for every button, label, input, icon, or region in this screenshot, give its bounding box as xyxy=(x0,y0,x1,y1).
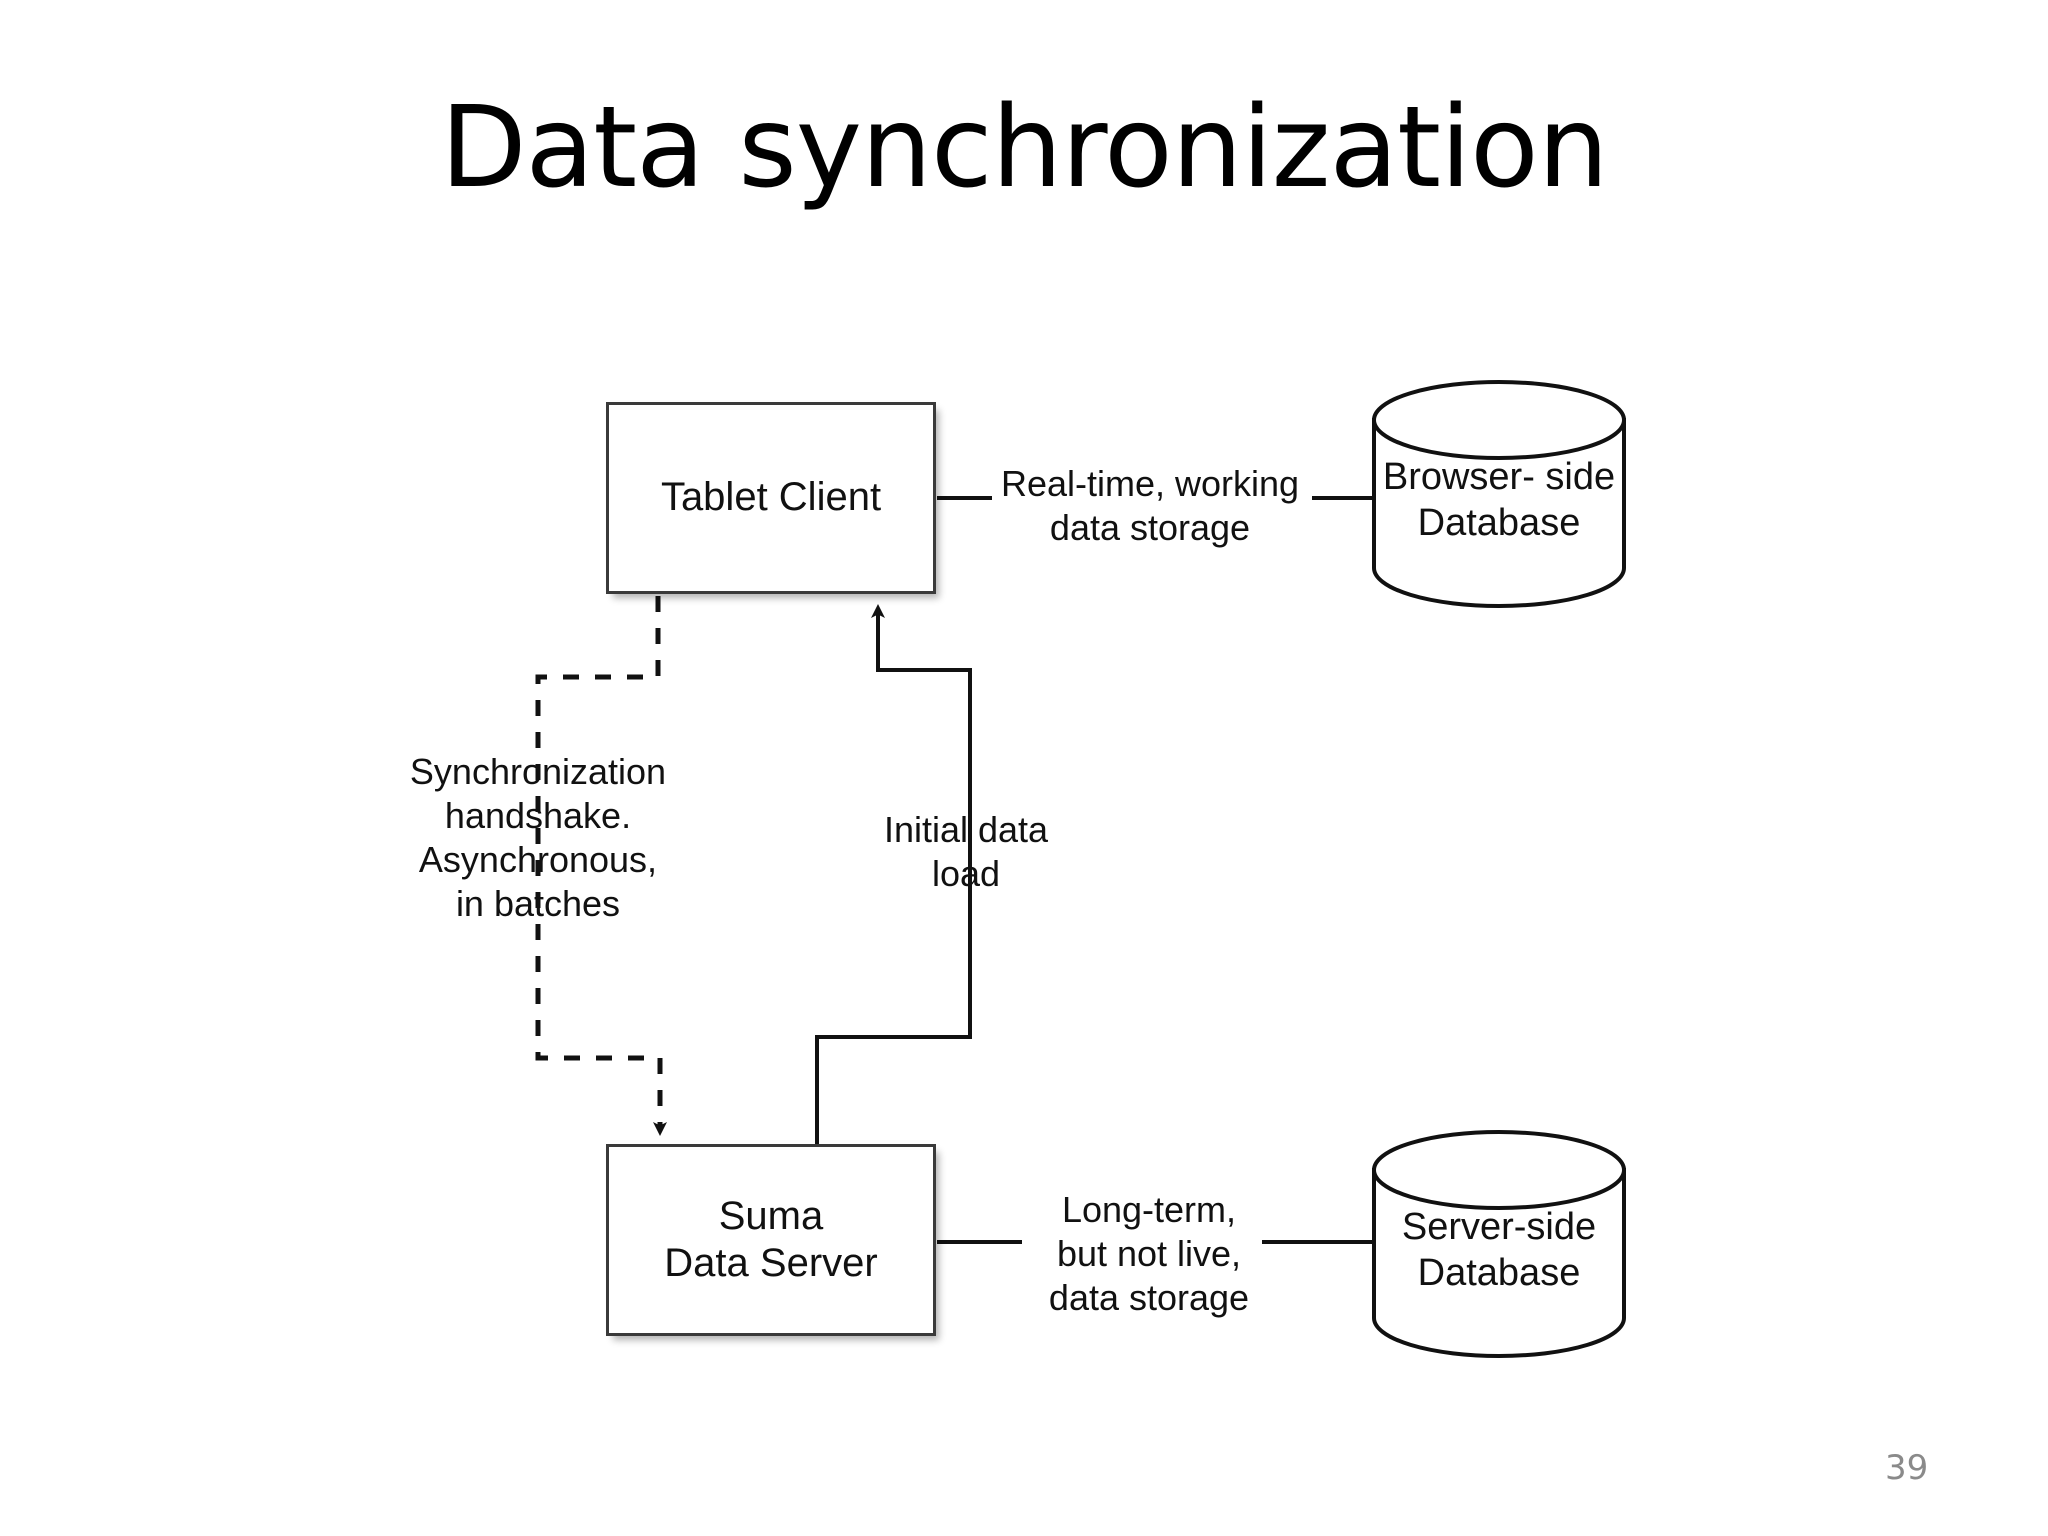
node-server-side-database[interactable]: Server-side Database xyxy=(1370,1130,1628,1358)
node-tablet-client-label: Tablet Client xyxy=(660,475,882,520)
edge-label-long-term-data-storage: Long-term, but not live, data storage xyxy=(1048,1189,1250,1318)
node-server-side-database-label: Server-side Database xyxy=(1401,1206,1597,1294)
page-number: 39 xyxy=(1885,1448,1929,1488)
node-suma-server[interactable]: Suma Data Server xyxy=(606,1144,936,1336)
cylinder-shape xyxy=(1372,1130,1626,1358)
cylinder-shape xyxy=(1372,380,1626,608)
edge-label-synchronization-handshake: Synchronization handshake. Asynchronous,… xyxy=(409,751,667,924)
node-suma-server-label: Suma Data Server xyxy=(664,1193,878,1285)
node-tablet-client[interactable]: Tablet Client xyxy=(606,402,936,594)
edge-tablet-to-suma xyxy=(535,596,667,1136)
edge-suma-to-tablet xyxy=(815,604,972,1144)
edge-label-initial-data-load: Initial data load xyxy=(883,809,1049,894)
node-browser-side-database[interactable]: Browser- side Database xyxy=(1370,380,1628,608)
edge-label-real-time-working-data-storage: Real-time, working data storage xyxy=(1000,463,1300,548)
page-title: Data synchronization xyxy=(440,83,1608,213)
node-browser-side-database-label: Browser- side Database xyxy=(1382,456,1616,544)
